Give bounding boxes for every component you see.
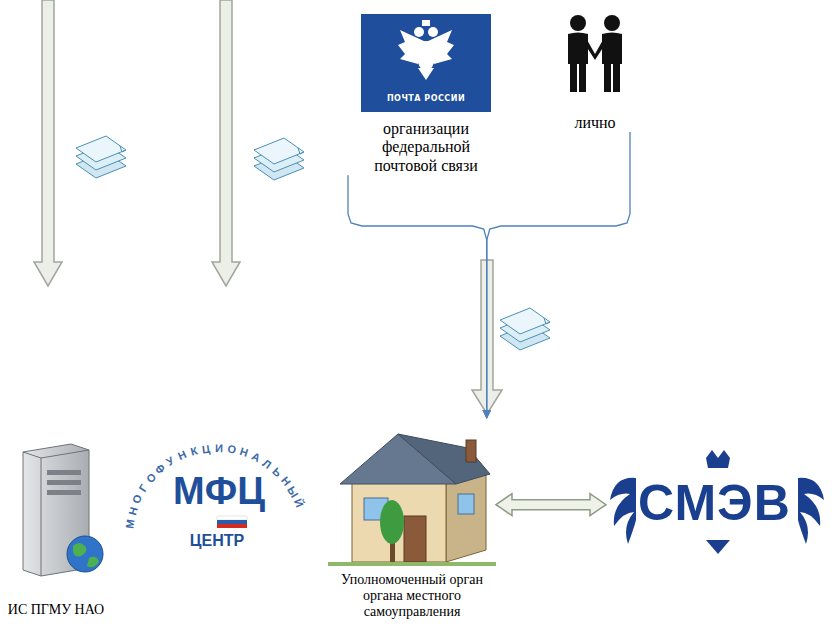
flow-arrow (34, 0, 62, 286)
logo-text: СМЭВ (638, 474, 791, 532)
people-icon (560, 14, 630, 94)
node-label: Уполномоченный орган органа местного сам… (328, 572, 496, 620)
mfc-node: МНОГОФУНКЦИОНАЛЬНЫЙМФЦЦЕНТР (125, 432, 300, 572)
logo-text: ПОЧТА РОССИИ (361, 94, 491, 103)
server-icon (1, 440, 111, 580)
person-node: лично (560, 14, 630, 132)
merge-connector (487, 132, 630, 418)
logo-text: ЦЕНТР (177, 532, 257, 550)
icon-holder (1, 440, 111, 580)
node-label: лично (560, 114, 630, 132)
icon-holder (560, 14, 630, 94)
smev-node: СМЭВ (606, 448, 828, 558)
icon-holder (328, 418, 496, 570)
merge-connector (348, 175, 487, 418)
authority-node: Уполномоченный орган органа местного сам… (328, 418, 496, 620)
document-stack (76, 136, 126, 178)
post-node: ПОЧТА РОССИИ организации федеральной почт… (348, 14, 504, 175)
flow-arrow (212, 0, 240, 286)
document-stack (500, 308, 550, 350)
icon-holder: МНОГОФУНКЦИОНАЛЬНЫЙМФЦЦЕНТР (125, 432, 300, 572)
icon-holder: ПОЧТА РОССИИ (348, 14, 504, 112)
server-node: ИС ПГМУ НАО (0, 440, 112, 618)
double-arrow (496, 494, 606, 516)
node-label: организации федеральной почтовой связи (360, 120, 492, 175)
document-stack (254, 138, 304, 180)
house-icon (328, 418, 496, 570)
logo-text: МФЦ (171, 470, 267, 513)
icon-holder: СМЭВ (606, 448, 828, 558)
node-label: ИС ПГМУ НАО (0, 602, 112, 618)
